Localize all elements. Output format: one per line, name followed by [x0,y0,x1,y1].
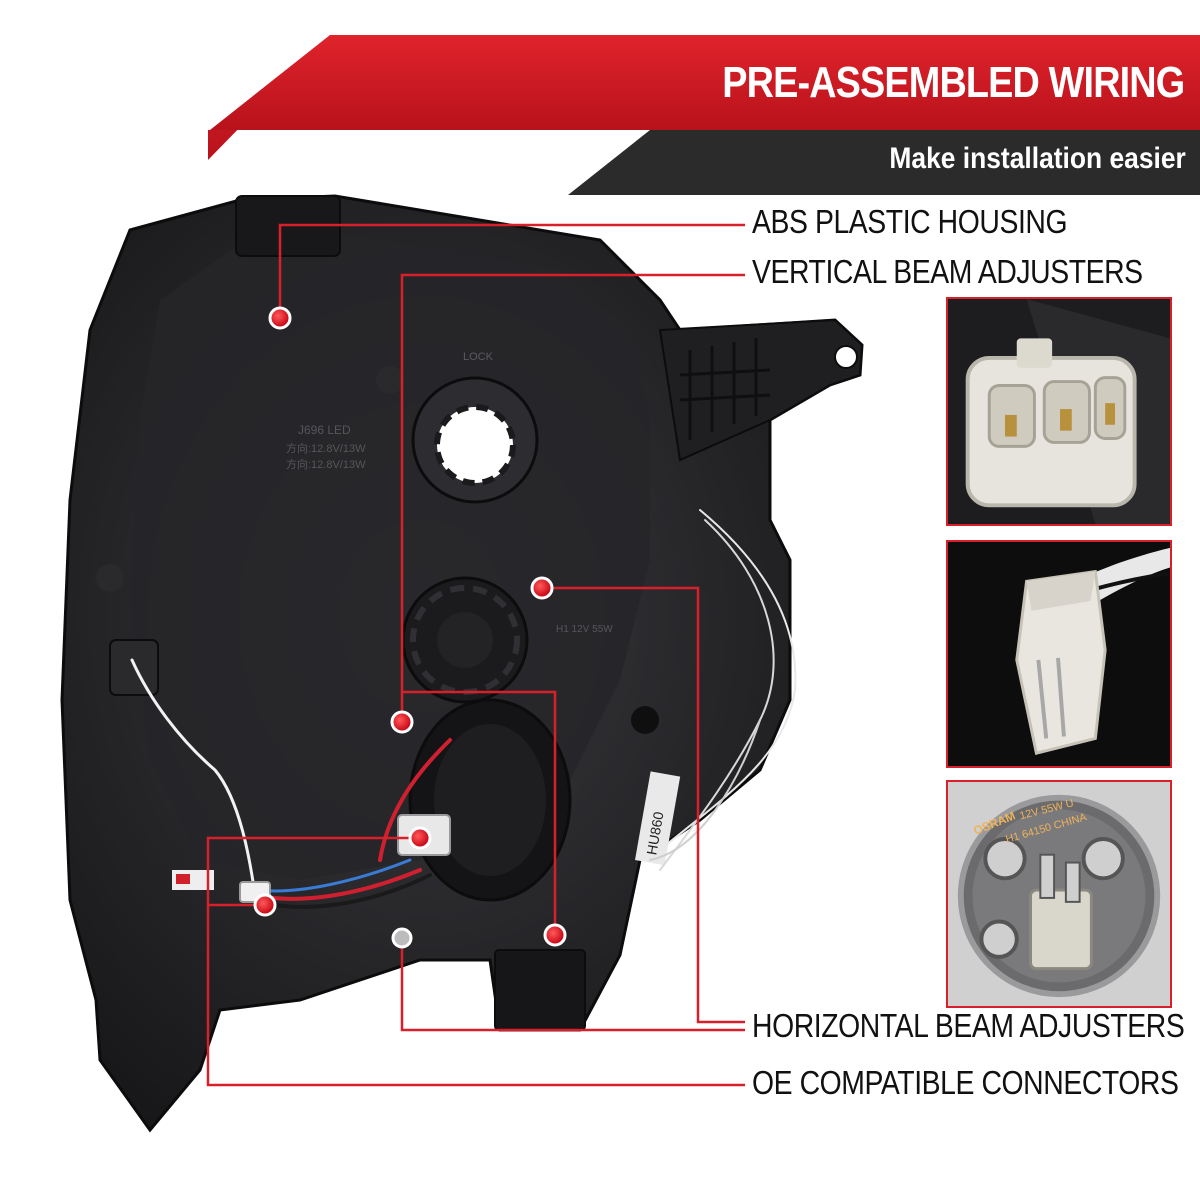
red-dot-marker-icon [390,710,414,734]
adjuster-screw-icon [391,927,413,949]
marker-dots [253,306,567,949]
halogen-bulb-icon: OSRAM 12V 55W U H1 64150 CHINA [948,782,1170,1006]
red-banner-main [210,35,1200,130]
callout-vertical-adjusters: VERTICAL BEAM ADJUSTERS [752,253,1143,290]
callout-abs-housing: ABS PLASTIC HOUSING [752,203,1068,240]
red-dot-marker-icon [253,893,277,917]
callout-horizontal-adjusters: HORIZONTAL BEAM ADJUSTERS [752,1007,1185,1044]
inset-connector-photo [946,297,1172,526]
power-marking-2: 方向:12.8V/13W [286,457,366,471]
callout-lines [206,223,745,1087]
subheadline: Make installation easier [889,142,1186,175]
lock-marking: LOCK [463,351,494,363]
dark-banner [568,130,1200,195]
model-code-marking: J696 LED [298,423,351,437]
red-dot-marker-icon [268,306,292,330]
inset-halogen-bulb-photo: OSRAM 12V 55W U H1 64150 CHINA [946,780,1172,1008]
bulb-marking: H1 12V 55W [556,624,613,635]
callout-oe-connectors: OE COMPATIBLE CONNECTORS [752,1064,1179,1101]
wiring-harness [130,509,797,909]
inset-wedge-bulb-photo [946,540,1172,768]
power-marking-1: 方向:12.8V/13W [286,441,366,455]
sticker-marking: HU860 [643,810,666,856]
red-dot-marker-icon [543,923,567,947]
connector-plug-icon [948,299,1170,524]
red-dot-marker-icon [408,826,432,850]
headlamp-housing: LOCK J696 LED 方向:12.8V/13W 方向:12.8V/13W … [60,194,864,1133]
headline: PRE-ASSEMBLED WIRING [721,58,1185,107]
red-dot-marker-icon [530,576,554,600]
wedge-bulb-icon [948,542,1170,766]
